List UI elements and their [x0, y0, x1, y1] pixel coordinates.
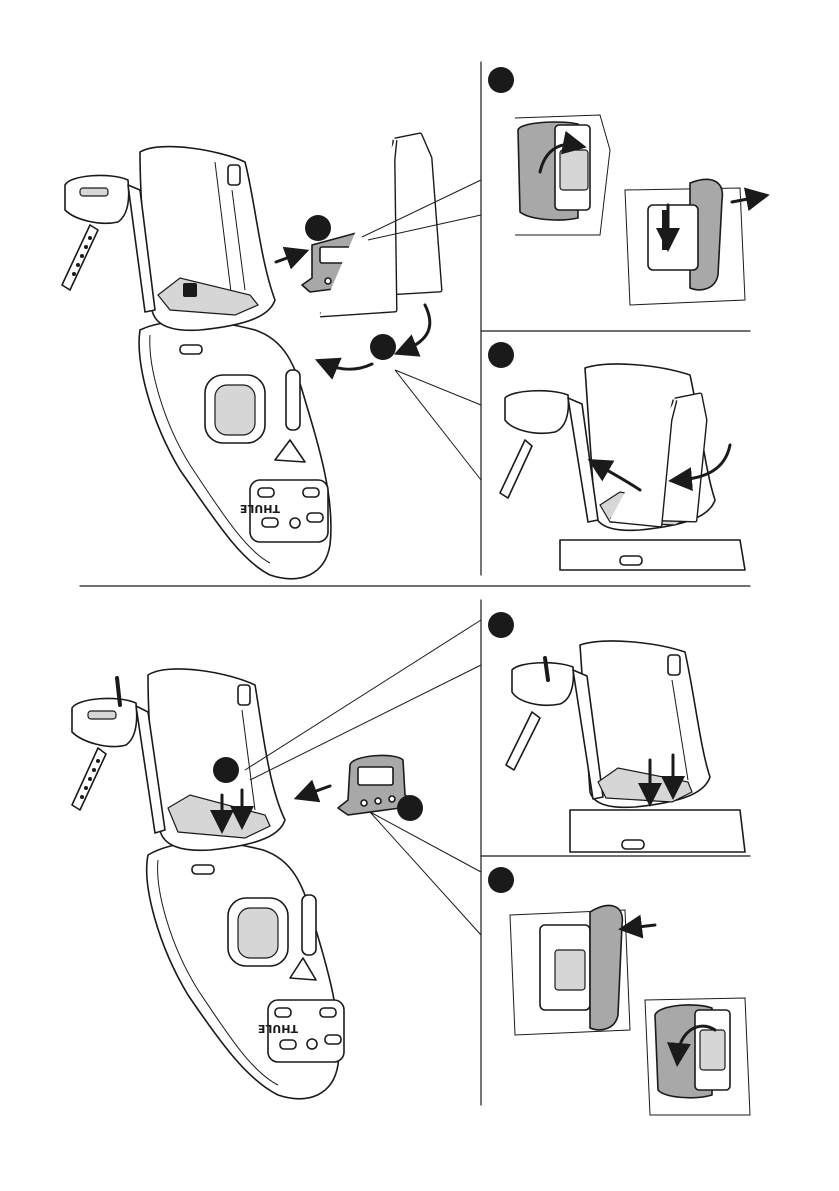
- curved-arrow-left-top: [326, 364, 372, 369]
- arrow-out-a: [732, 197, 758, 202]
- arrow-in-d: [630, 925, 655, 928]
- step-badge-b: [488, 342, 514, 368]
- step-badge-2b: [397, 795, 423, 821]
- arrow-insert-top: [276, 254, 298, 262]
- step-badge-c: [488, 612, 514, 638]
- thule-logo-top: THULE: [240, 502, 280, 515]
- curved-arrow-frame-top: [405, 305, 430, 350]
- detail-panel-d: [488, 867, 750, 1115]
- thule-logo-bottom: THULE: [258, 1022, 298, 1035]
- detail-panel-b: [488, 342, 745, 570]
- step-badge-1a: [305, 215, 331, 241]
- u-frame-top: [320, 135, 440, 315]
- seat-overview-top: THULE: [62, 147, 331, 579]
- step-badge-2a: [213, 757, 239, 783]
- arrow-insert-bottom: [305, 786, 330, 795]
- detail-panel-a: [488, 67, 758, 305]
- step-badge-d: [488, 867, 514, 893]
- detail-panel-c: [488, 612, 745, 852]
- step-badge-a: [488, 67, 514, 93]
- step-badge-1b: [370, 334, 396, 360]
